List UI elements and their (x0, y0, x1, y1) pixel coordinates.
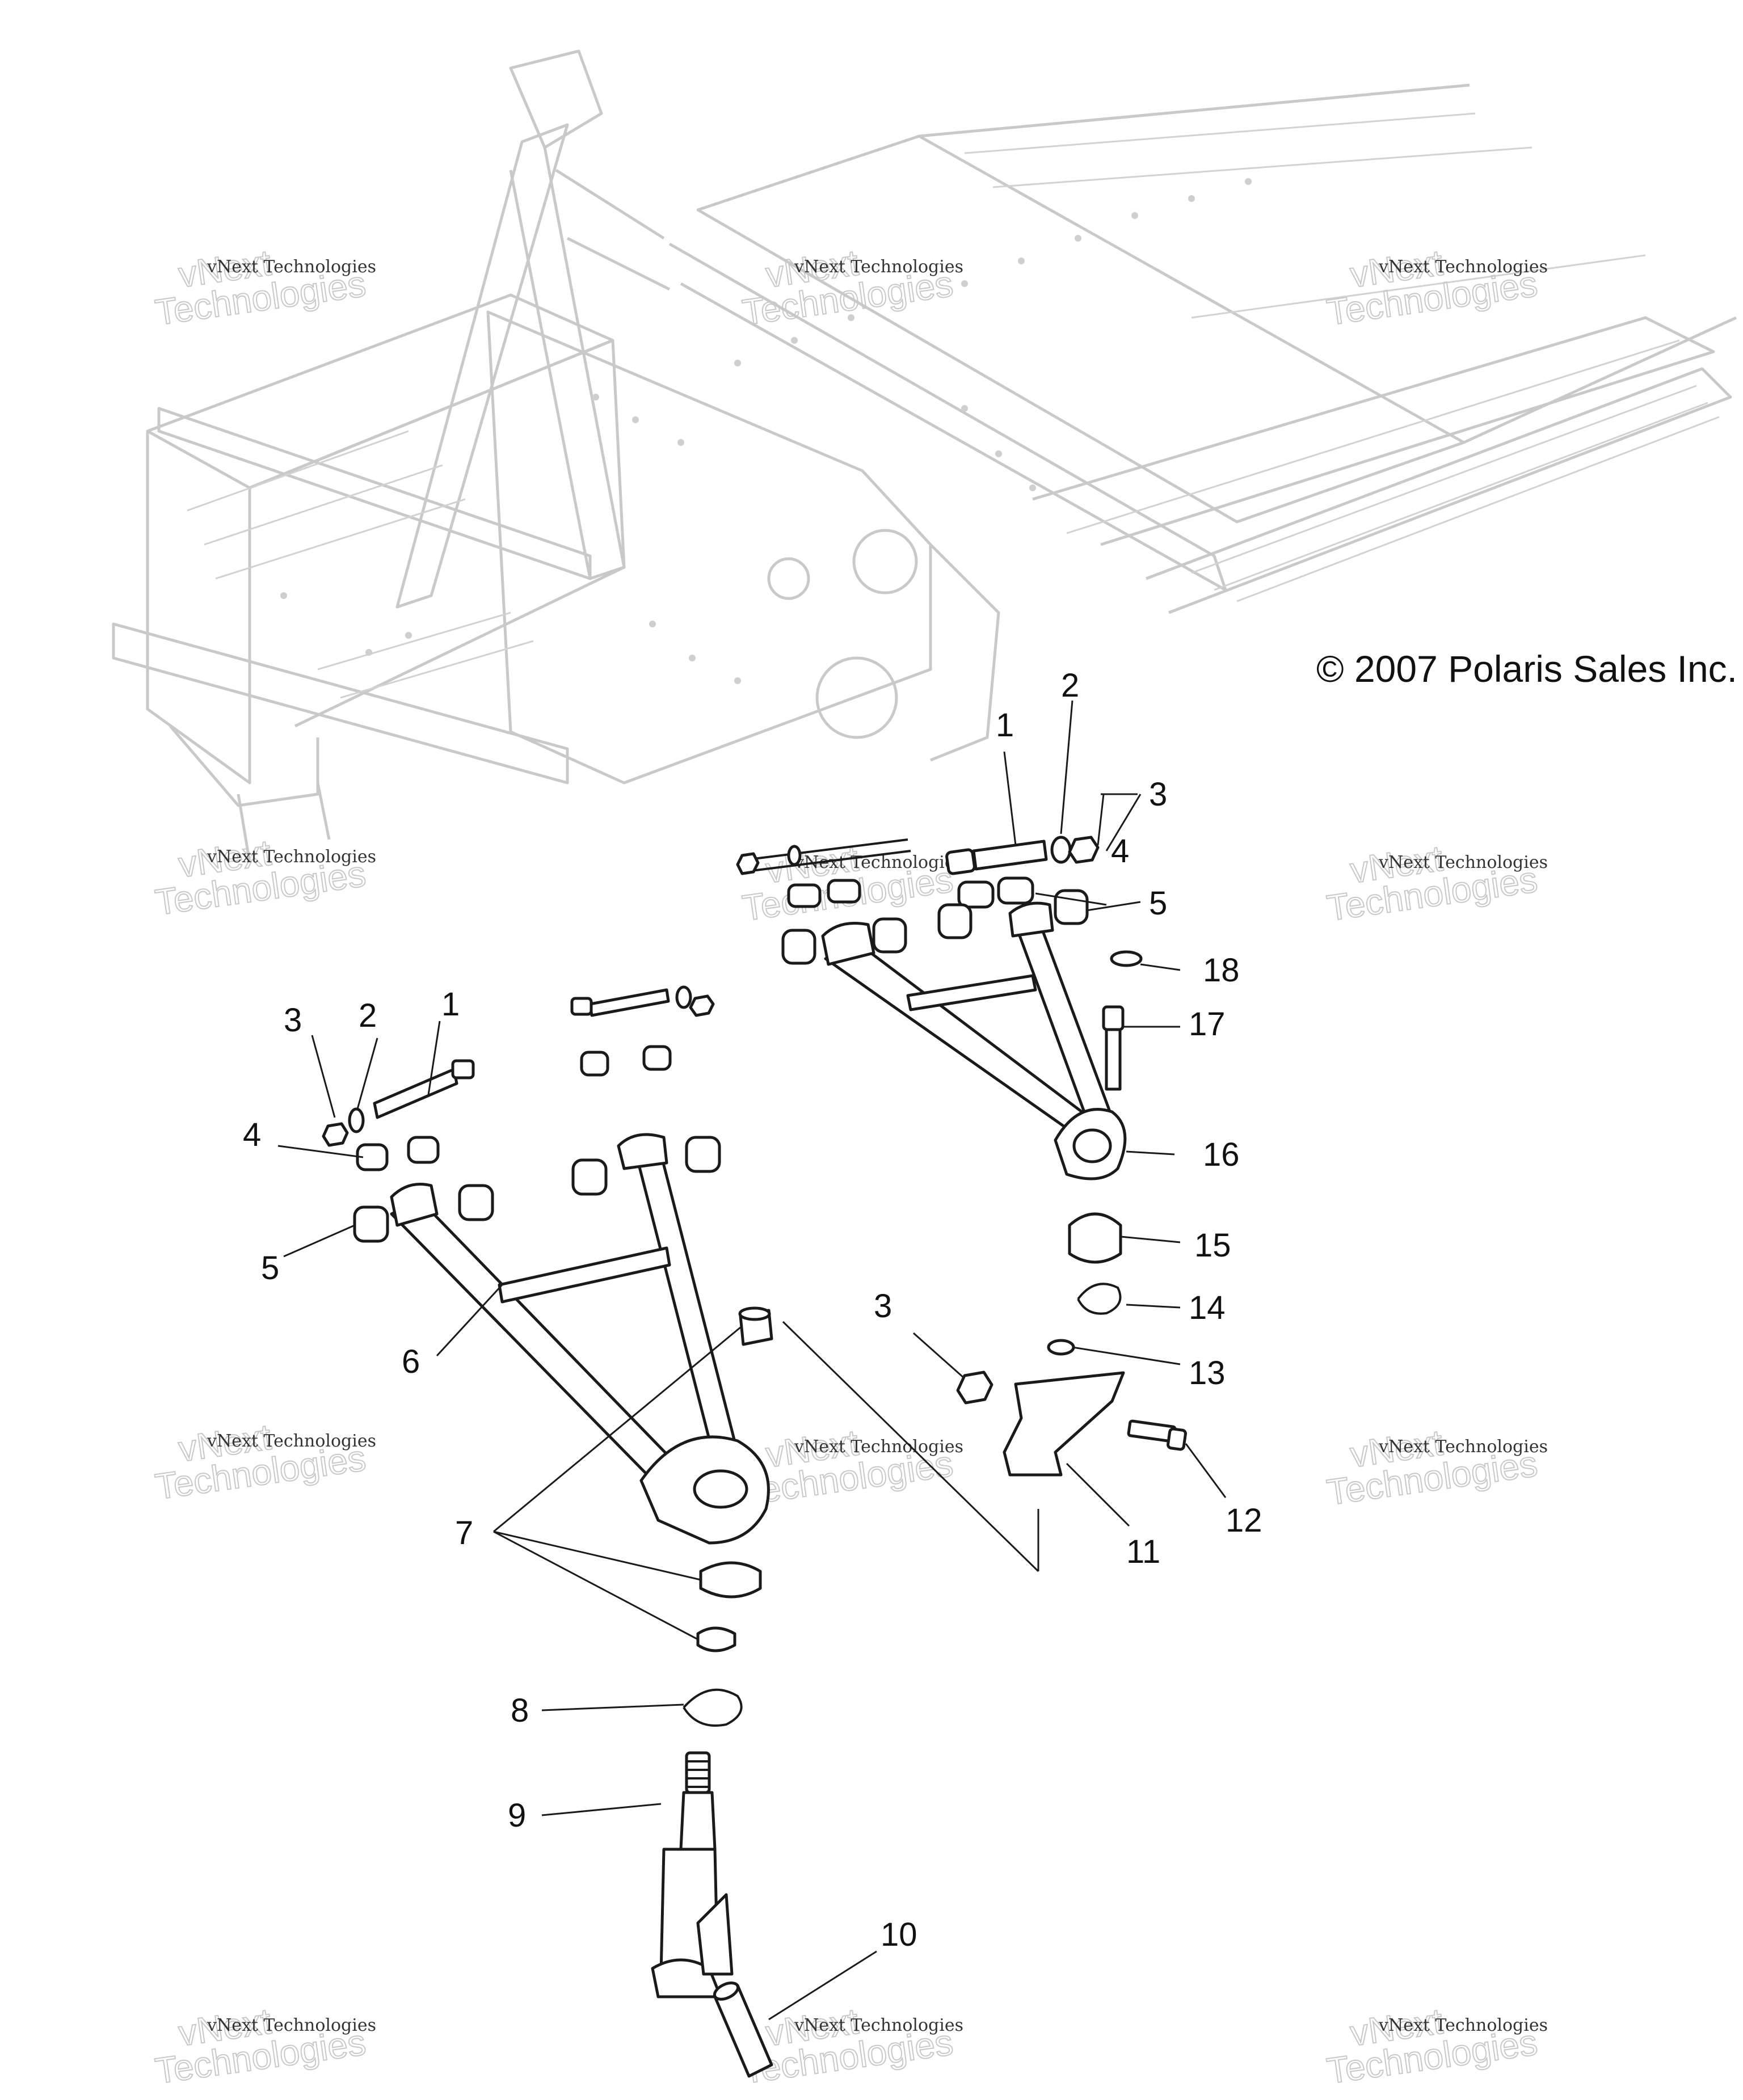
callout-10: 10 (881, 1916, 917, 1953)
clip-8 (683, 1688, 743, 1727)
bolt-17-shank (1105, 1028, 1122, 1091)
callout-6: 6 (402, 1343, 420, 1380)
ball-joint-15 (1068, 1212, 1122, 1264)
watermark-8: vNext Technologies vNext Technologies (739, 1422, 963, 1513)
callout-9: 9 (508, 1797, 526, 1834)
spindle-knuckle (1003, 1371, 1125, 1477)
callout-14: 14 (1189, 1289, 1226, 1326)
svg-text:vNext Technologies: vNext Technologies (207, 2015, 376, 2035)
callout-7: 7 (455, 1515, 473, 1551)
bolt-lower-left (373, 1068, 458, 1119)
copyright-text: © 2007 Polaris Sales Inc. (1316, 648, 1737, 690)
nut-lower-left (322, 1122, 349, 1147)
callout-4-upper-right: 4 (1111, 833, 1129, 870)
svg-text:vNext Technologies: vNext Technologies (1378, 853, 1548, 872)
svg-text:vNext Technologies: vNext Technologies (207, 257, 376, 277)
watermark-10: vNext Technologies vNext Technologies (152, 2000, 376, 2092)
watermark-12: vNext Technologies vNext Technologies (1324, 2000, 1548, 2092)
bolt-17 (1102, 1005, 1125, 1031)
washer-13 (1047, 1339, 1075, 1356)
lower-a-arm-assembly (322, 985, 773, 2078)
callout-11: 11 (1126, 1533, 1160, 1570)
svg-text:vNext Technologies: vNext Technologies (794, 257, 963, 277)
callout-5-upper-right: 5 (1149, 885, 1167, 922)
callout-4-lower-left: 4 (243, 1116, 261, 1153)
upper-a-arm-assembly (736, 836, 1187, 1477)
callout-2-upper-right: 2 (1061, 667, 1079, 704)
watermark-2: vNext Technologies vNext Technologies (739, 242, 963, 334)
callout-3-lower-left: 3 (284, 1002, 302, 1039)
washer-18 (1110, 950, 1143, 967)
watermark-6: vNext Technologies vNext Technologies (1324, 837, 1548, 929)
leader-lines (277, 700, 1227, 2021)
clip-14 (1077, 1283, 1122, 1315)
callout-labels: 1 2 3 4 5 18 17 16 15 14 13 12 11 3 1 2 … (243, 667, 1262, 1953)
callout-1-upper-right: 1 (996, 707, 1014, 744)
watermark-1: vNext Technologies vNext Technologies (152, 242, 376, 334)
callout-2-lower-left: 2 (359, 997, 377, 1034)
bolt-upper-right (945, 840, 1048, 875)
svg-text:vNext Technologies: vNext Technologies (1378, 257, 1548, 277)
callout-12: 12 (1226, 1502, 1262, 1539)
callout-3-upper-right: 3 (1149, 776, 1167, 813)
callout-5-lower-left: 5 (261, 1250, 279, 1287)
bushing-7b (699, 1561, 762, 1599)
callout-15: 15 (1194, 1227, 1231, 1264)
watermark-3: vNext Technologies vNext Technologies (1324, 242, 1548, 334)
svg-text:vNext Technologies: vNext Technologies (207, 847, 376, 867)
watermark-11: vNext Technologies vNext Technologies (739, 2000, 963, 2092)
svg-text:vNext Technologies: vNext Technologies (1378, 1437, 1548, 1457)
washer-lower-left (348, 1107, 365, 1133)
bushing-7c (696, 1626, 736, 1652)
svg-text:vNext Technologies: vNext Technologies (1378, 2015, 1548, 2035)
callout-1-lower-left: 1 (441, 986, 460, 1023)
watermark-4: vNext Technologies vNext Technologies (152, 832, 376, 924)
callout-18: 18 (1203, 952, 1240, 989)
svg-text:vNext Technologies: vNext Technologies (207, 1431, 376, 1451)
nut-upper-right (1068, 836, 1100, 864)
callout-17: 17 (1189, 1006, 1226, 1043)
callout-8: 8 (511, 1692, 529, 1729)
callout-3-mid: 3 (874, 1288, 892, 1325)
chassis-frame (112, 49, 1737, 863)
callout-16: 16 (1203, 1136, 1240, 1173)
watermark-7: vNext Technologies vNext Technologies (152, 1416, 376, 1508)
svg-text:vNext Technologies: vNext Technologies (794, 1437, 963, 1457)
watermark-9: vNext Technologies vNext Technologies (1324, 1422, 1548, 1513)
callout-13: 13 (1189, 1355, 1226, 1391)
washer-upper-right (1050, 836, 1072, 864)
nut-3-mid (956, 1371, 993, 1405)
svg-text:vNext Technologies: vNext Technologies (794, 2015, 963, 2035)
